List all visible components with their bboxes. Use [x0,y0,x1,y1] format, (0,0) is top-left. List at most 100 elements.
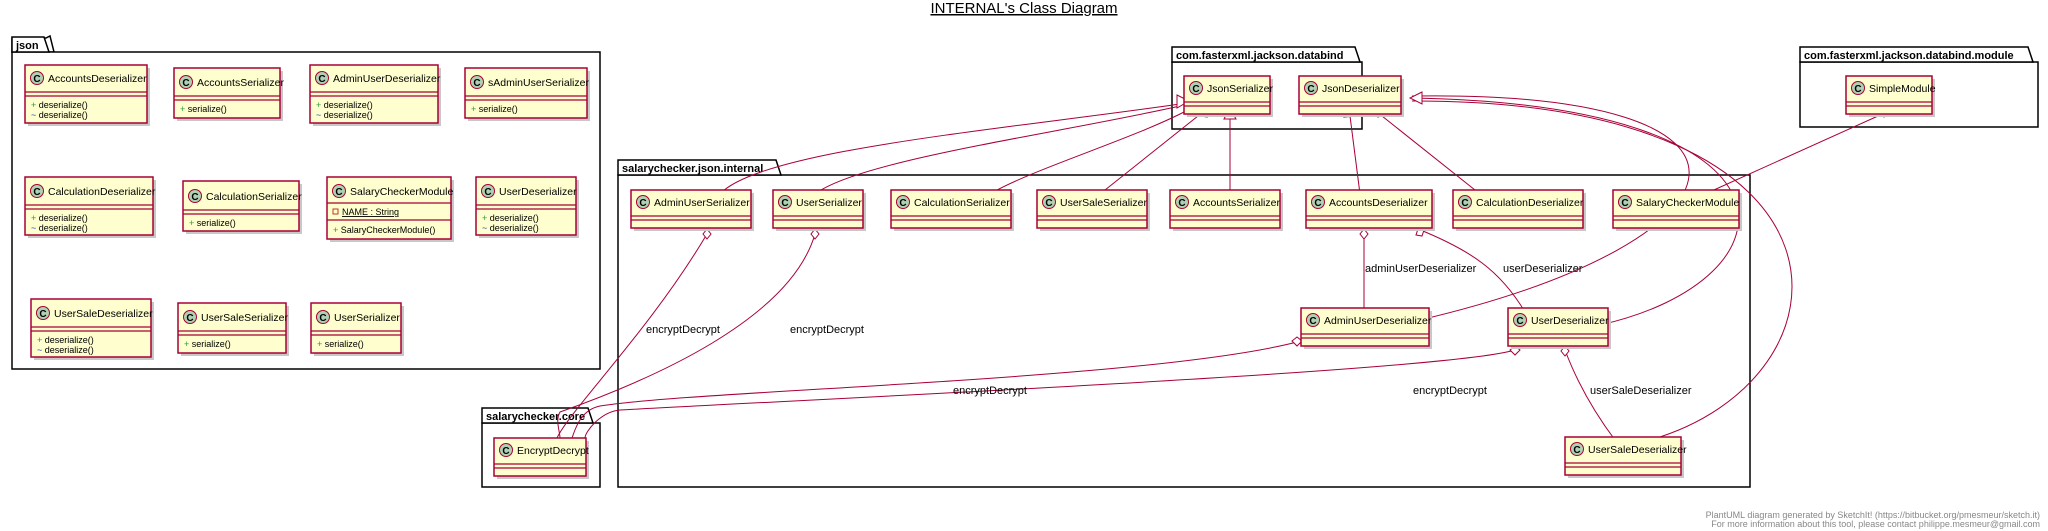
class-icon [30,71,44,85]
inherit-salary-checker-module [1704,115,1879,195]
svg-text:C: C [1045,198,1052,209]
inherit-admin-user-serializer [719,103,1181,195]
class-icon [481,184,495,198]
class-name: SalaryCheckerModule [1636,197,1739,209]
class-name: UserSaleDeserializer [54,308,153,320]
class-json-deserializer[interactable]: C JsonDeserializer [1298,75,1404,117]
class-user-sale-serializer[interactable]: C UserSaleSerializer [1036,189,1150,231]
svg-text:C: C [1854,84,1861,95]
svg-text:~ deserialize(): ~ deserialize() [37,345,94,355]
class-icon [1458,195,1472,209]
class-accounts-deserializer-internal[interactable]: C AccountsDeserializer [1305,189,1435,231]
member-text: serialize() [197,218,236,228]
agg-encrypt-admin-user-deserializer [571,341,1298,439]
relation-label: encryptDecrypt [790,324,864,336]
class-user-sale-deserializer-json[interactable]: C UserSaleDeserializer + deserialize() ~… [30,298,154,360]
class-name: UserSerializer [796,197,862,209]
class-icon [332,184,346,198]
inherit-user-serializer [814,105,1181,195]
svg-text:C: C [781,198,788,209]
member-text: deserialize() [490,213,539,223]
class-icon [896,195,910,209]
agg-user-sale-deserializer [1564,349,1616,441]
class-admin-user-deserializer-internal[interactable]: C AdminUserDeserializer [1300,307,1432,349]
inherit-accounts-deserializer [1349,115,1361,195]
class-user-sale-serializer-json[interactable]: C UserSaleSerializer + serialize() [177,302,289,356]
class-salary-checker-module[interactable]: C SalaryCheckerModule [1612,189,1742,231]
class-icon [36,306,50,320]
svg-text:C: C [318,74,325,85]
svg-text:~ deserialize(): ~ deserialize() [31,223,88,233]
svg-text:C: C [191,192,198,203]
inherit-calculation-deserializer [1381,115,1481,195]
class-salary-checker-module-json[interactable]: C SalaryCheckerModule NAME : String + Sa… [326,176,454,242]
class-sadmin-user-serializer[interactable]: C sAdminUserSerializer + serialize() [464,67,590,121]
package-module-label: com.fasterxml.jackson.databind.module [1804,50,2014,62]
class-icon [179,75,193,89]
class-admin-user-serializer[interactable]: C AdminUserSerializer [630,189,754,231]
class-name: UserDeserializer [1531,315,1609,327]
footer-line-2: For more information about this tool, pl… [1711,519,2040,529]
svg-text:C: C [186,313,193,324]
class-name: AccountsDeserializer [1329,197,1428,209]
class-name: AdminUserSerializer [654,197,750,209]
member-text: deserialize() [39,213,88,223]
class-name: UserSaleDeserializer [1588,444,1687,456]
class-icon [1042,195,1056,209]
member-text: serialize() [188,104,227,114]
svg-text:C: C [33,74,40,85]
member-text: deserialize() [324,110,373,120]
class-icon [315,71,329,85]
svg-text:C: C [1309,316,1316,327]
svg-text:+ deserialize(): + deserialize() [31,213,88,223]
class-accounts-serializer[interactable]: C AccountsSerializer + serialize() [173,67,284,121]
class-icon [316,310,330,324]
class-calculation-deserializer-internal[interactable]: C CalculationDeserializer [1452,189,1586,231]
class-encrypt-decrypt[interactable]: C EncryptDecrypt [493,437,589,479]
class-user-deserializer-json[interactable]: C UserDeserializer + deserialize() ~ des… [475,176,579,238]
agg-encrypt-user-deserializer [584,349,1516,439]
class-icon [1513,313,1527,327]
class-icon [1189,81,1203,95]
svg-text:+ deserialize(): + deserialize() [316,100,373,110]
class-calculation-deserializer[interactable]: C CalculationDeserializer + deserialize(… [24,176,156,238]
member-text: serialize() [325,339,364,349]
class-calculation-serializer-internal[interactable]: C CalculationSerializer [890,189,1014,231]
class-user-deserializer-internal[interactable]: C UserDeserializer [1507,307,1611,349]
member-text: deserialize() [45,335,94,345]
class-icon [499,443,513,457]
class-icon [636,195,650,209]
class-icon [1311,195,1325,209]
class-accounts-serializer-internal[interactable]: C AccountsSerializer [1169,189,1283,231]
class-simple-module[interactable]: C SimpleModule [1845,75,1936,117]
class-json-serializer[interactable]: C JsonSerializer [1183,75,1273,117]
agg-encrypt-user-serializer [557,233,816,439]
svg-text:C: C [1178,198,1185,209]
class-name: CalculationDeserializer [1476,197,1584,209]
class-user-serializer[interactable]: C UserSerializer [772,189,866,231]
class-accounts-deserializer[interactable]: C AccountsDeserializer + deserialize() ~… [24,64,150,126]
svg-text:+ serialize(): + serialize() [317,339,364,349]
class-calculation-serializer[interactable]: C CalculationSerializer + serialize() [182,180,302,234]
class-user-serializer-json[interactable]: C UserSerializer + serialize() [310,302,404,356]
agg-encrypt-admin-user-serializer [556,233,708,439]
member-text: SalaryCheckerModule() [341,225,436,235]
package-core-label: salarychecker.core [486,411,585,423]
svg-text:~ deserialize(): ~ deserialize() [316,110,373,120]
class-admin-user-deserializer[interactable]: C AdminUserDeserializer + deserialize() … [309,64,441,126]
member-text: deserialize() [45,345,94,355]
relation-label: encryptDecrypt [953,385,1027,397]
relation-label: userDeserializer [1503,263,1583,275]
svg-text:C: C [1461,198,1468,209]
relation-label: adminUserDeserializer [1365,263,1477,275]
class-name: SimpleModule [1869,83,1936,95]
class-icon [183,310,197,324]
class-icon [1175,195,1189,209]
private-field-icon [332,208,339,215]
svg-text:+ deserialize(): + deserialize() [31,100,88,110]
member-text: deserialize() [490,223,539,233]
relation-label: userSaleDeserializer [1590,385,1692,397]
class-user-sale-deserializer-internal[interactable]: C UserSaleDeserializer [1564,436,1687,478]
svg-text:C: C [502,446,509,457]
